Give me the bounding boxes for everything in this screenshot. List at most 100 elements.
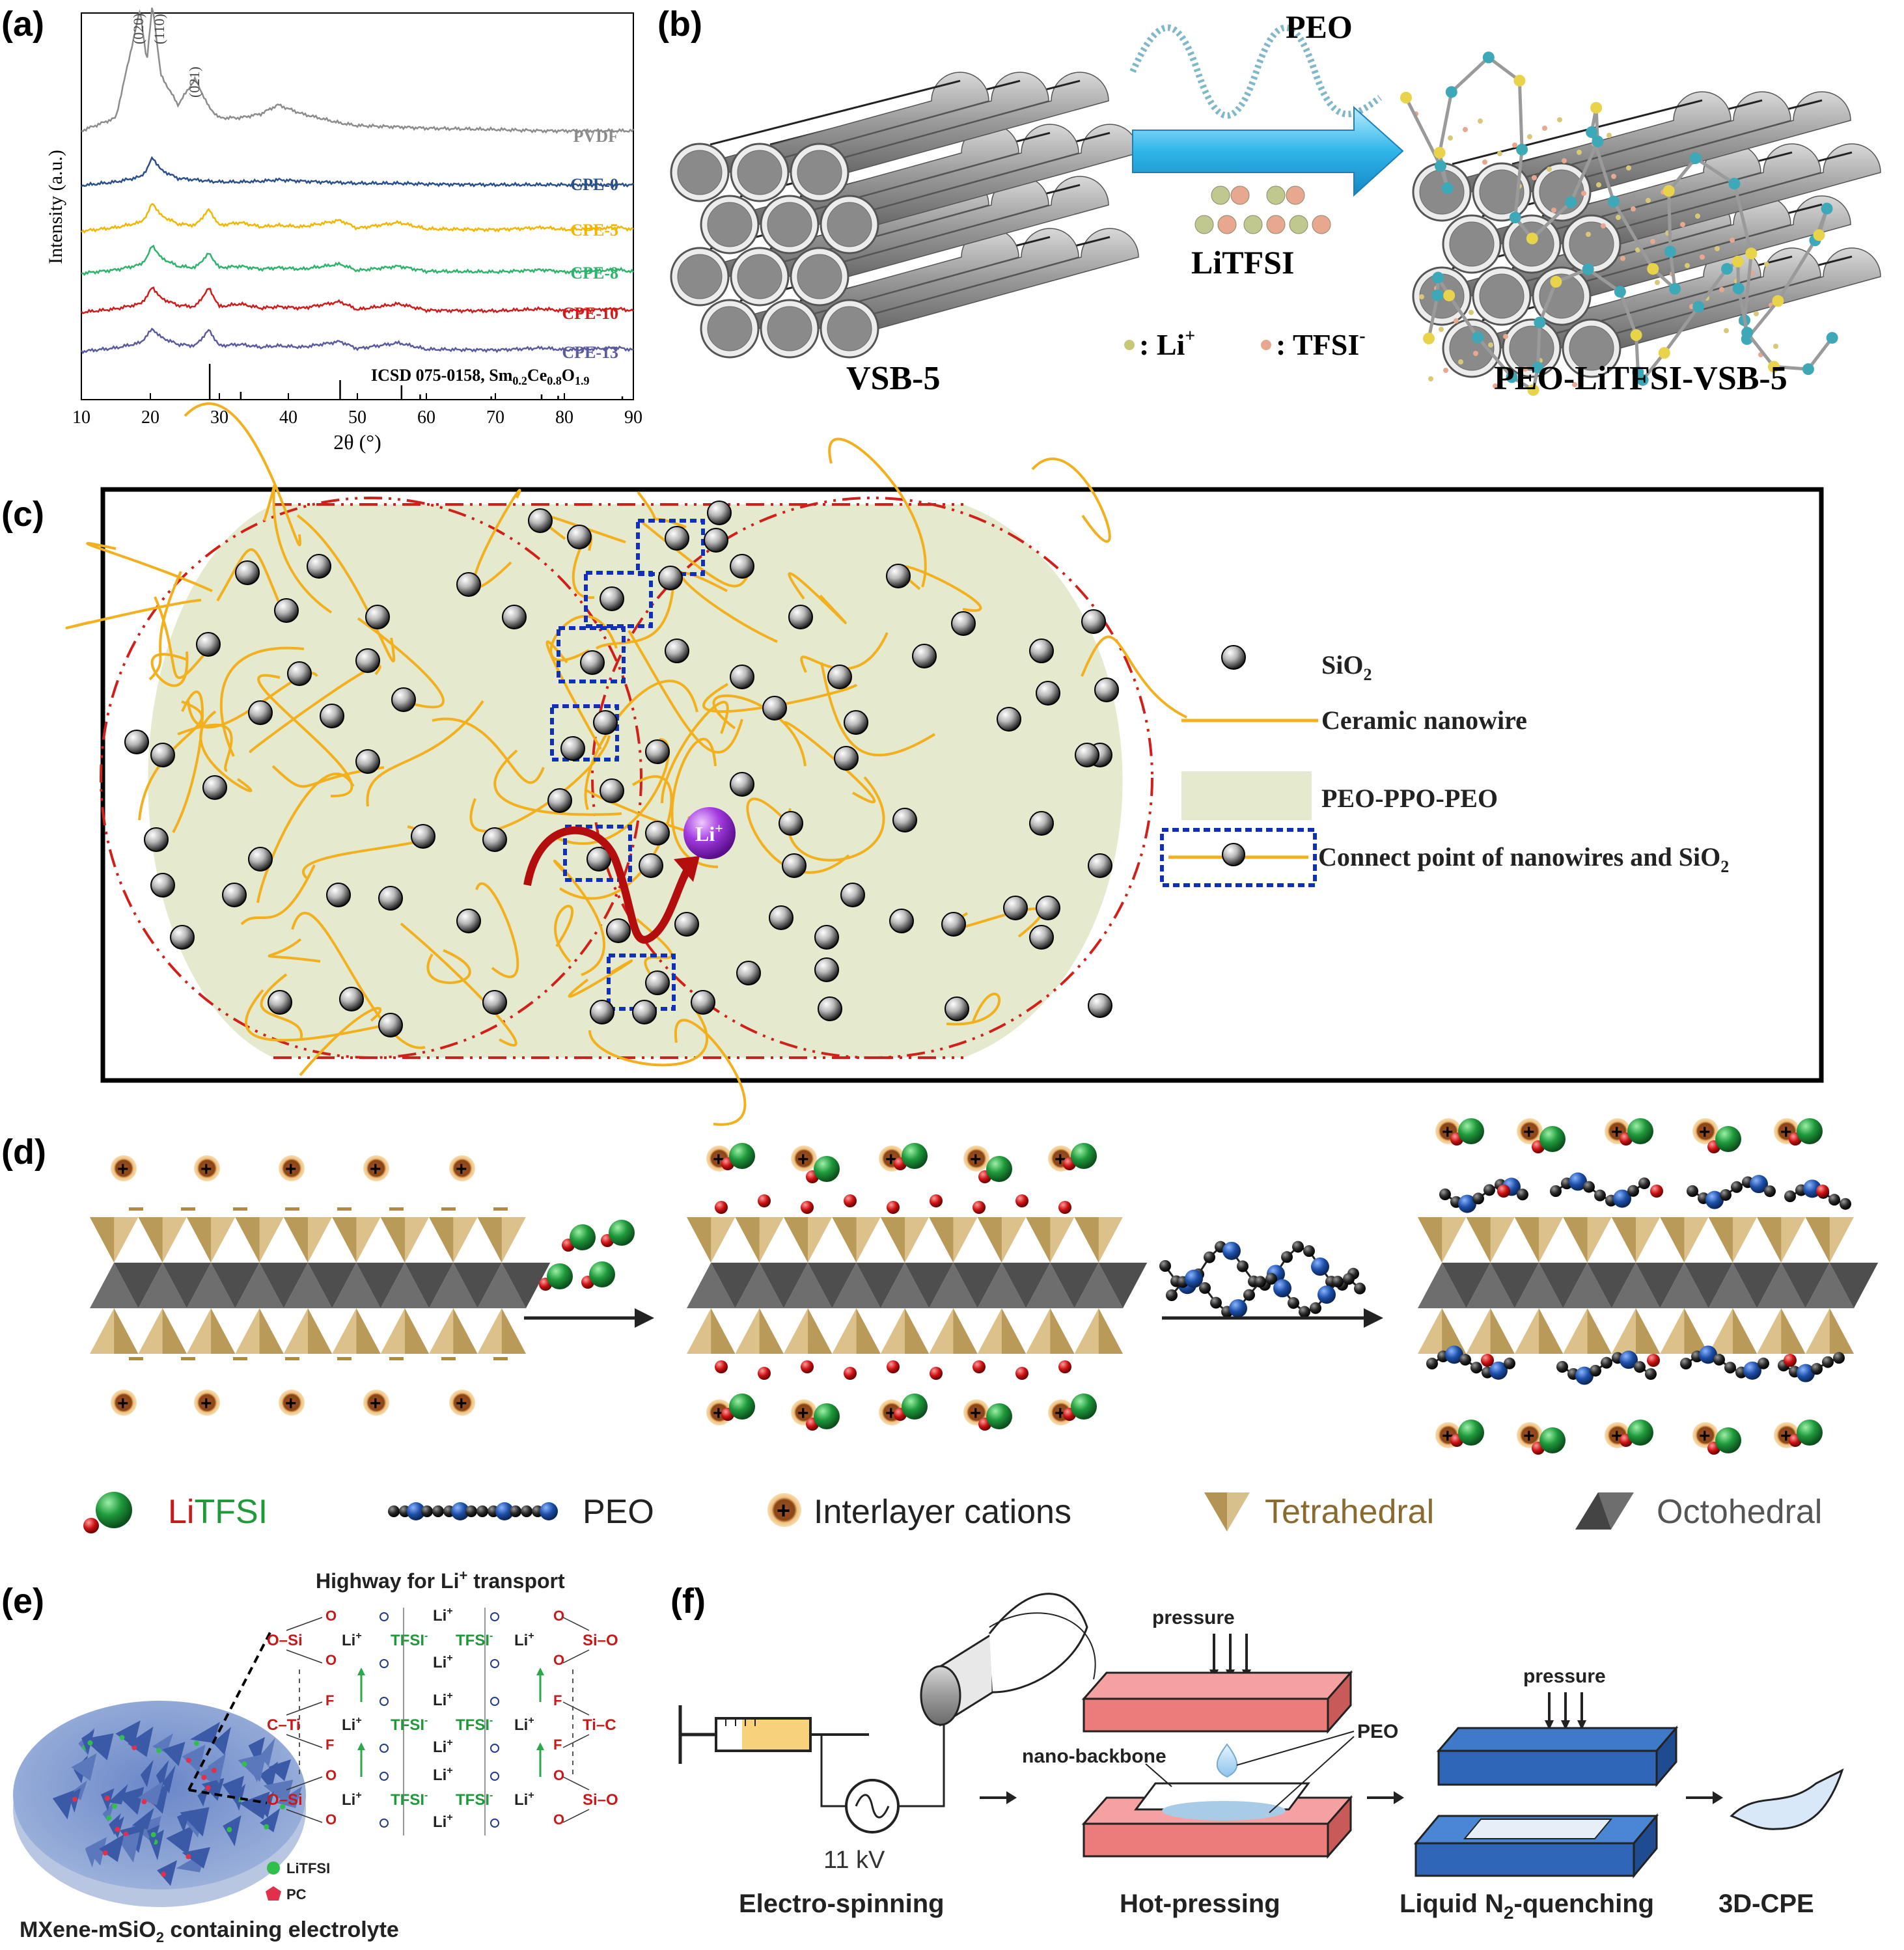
peo-atom [1705, 1190, 1724, 1209]
peo-atom [1432, 271, 1444, 284]
ion-dot [1764, 262, 1769, 267]
electrolyte-particle [227, 1827, 232, 1833]
structure-label: Ti–C [583, 1716, 616, 1734]
litfsi-ion [1217, 215, 1237, 234]
x-tick-label: 40 [279, 407, 297, 428]
nanowire [588, 1008, 708, 1067]
ion-dot [1719, 287, 1724, 292]
panel-label-c: (c) [1, 495, 44, 534]
cold-plate-top-face [1436, 1727, 1679, 1752]
sio2-particle [645, 970, 670, 995]
mxene-flake [268, 1759, 292, 1781]
sio2-particle [222, 883, 247, 907]
mxene-flake [213, 1727, 231, 1755]
sio2-particle [730, 772, 754, 797]
nanowire [596, 587, 674, 650]
peo-atom [1569, 1172, 1587, 1191]
peo-atom [1506, 371, 1518, 383]
sio2-particle [1029, 811, 1054, 836]
tube-edge [1452, 99, 1703, 165]
cation-plus: + [713, 1403, 724, 1424]
tfsi-anion [902, 1394, 928, 1420]
nanowire [148, 571, 182, 681]
cold-plate-top-side [1655, 1725, 1677, 1788]
sio2-particle [814, 957, 839, 982]
nanowire [291, 911, 426, 1049]
electrolyte-particle [141, 1799, 147, 1805]
tetrahedron-shade [1708, 1217, 1733, 1263]
sio2-particle [945, 996, 969, 1021]
nanowire [670, 737, 719, 868]
bond [286, 1701, 323, 1716]
sio2-particle [1003, 896, 1028, 920]
tfsi-anion [902, 1143, 928, 1169]
hot-plate-bottom-front [1083, 1822, 1329, 1858]
peo-atom [1237, 1260, 1249, 1272]
intercalated-species: ++++++++++++++++++++++++++++++ [111, 1118, 1851, 1455]
interlayer-cation [963, 1146, 989, 1172]
sio2-particle [1075, 743, 1099, 767]
peo-atom [1590, 102, 1603, 114]
li-ion [930, 1194, 943, 1207]
peo-atom [1583, 1181, 1595, 1193]
hot-plate-bottom-side [1327, 1795, 1352, 1859]
mxene-flake [85, 1842, 99, 1868]
sio2-particle [248, 847, 273, 872]
series-cpe-5 [81, 203, 634, 234]
tube-interior [1479, 273, 1525, 319]
tetrahedron-shade [1684, 1308, 1709, 1354]
ion-dot [1724, 328, 1729, 333]
peo-atom [1459, 1354, 1471, 1366]
li-ion [844, 1367, 857, 1380]
nanowire [584, 680, 698, 810]
ion-dot [1650, 239, 1655, 244]
series-label: PVDF [573, 127, 618, 146]
interlayer-cation [363, 1390, 389, 1416]
peo-atom [1210, 1297, 1222, 1309]
peo-atom [1472, 1192, 1484, 1205]
negative-charge [493, 1357, 508, 1360]
octahedron [1805, 1263, 1854, 1308]
arrowhead-step-2 [1364, 1308, 1383, 1328]
connect-point-box [557, 626, 626, 683]
peak-label-021: (021) [186, 66, 202, 98]
sio2-particle [560, 736, 585, 761]
tetrahedron-shade [235, 1217, 260, 1263]
interlayer-cation [194, 1390, 220, 1416]
nanowire [184, 402, 301, 547]
nanowire [628, 629, 743, 754]
peo-atom [432, 1505, 444, 1517]
nanowire [702, 683, 858, 713]
peo-atom [1732, 282, 1745, 295]
bond [562, 1617, 590, 1631]
sio2-particle [658, 566, 683, 590]
negative-charge [441, 1357, 456, 1360]
tfsi-anion [1627, 1420, 1653, 1446]
tetrahedron-shade [1660, 1217, 1685, 1263]
peo-atom [521, 1505, 532, 1517]
tetrahedron-shade [905, 1308, 930, 1354]
ring-oxygen [490, 1744, 499, 1753]
cation-plus: + [285, 1159, 297, 1180]
peo-atom [1607, 195, 1620, 208]
structure-label: Li+ [433, 1606, 453, 1625]
peo-atom [1423, 333, 1435, 344]
tube-interior [1569, 221, 1614, 267]
gap [1539, 1217, 1588, 1263]
disc-particles [52, 1720, 303, 1886]
ion-dot [1562, 158, 1567, 163]
mxene-flake [207, 1753, 226, 1784]
y-axis-label: Intensity (a.u.) [45, 150, 66, 264]
peo-atom [1166, 1289, 1178, 1301]
octahedron-shade [1781, 1263, 1830, 1308]
ring-oxygen [379, 1659, 389, 1668]
nanowire [271, 765, 385, 788]
electrolyte-particle [201, 1774, 207, 1780]
sio2-particle [1036, 681, 1060, 706]
ion-dot [1458, 359, 1463, 364]
legend-peo-icon [388, 1502, 558, 1520]
bond [562, 1776, 590, 1791]
